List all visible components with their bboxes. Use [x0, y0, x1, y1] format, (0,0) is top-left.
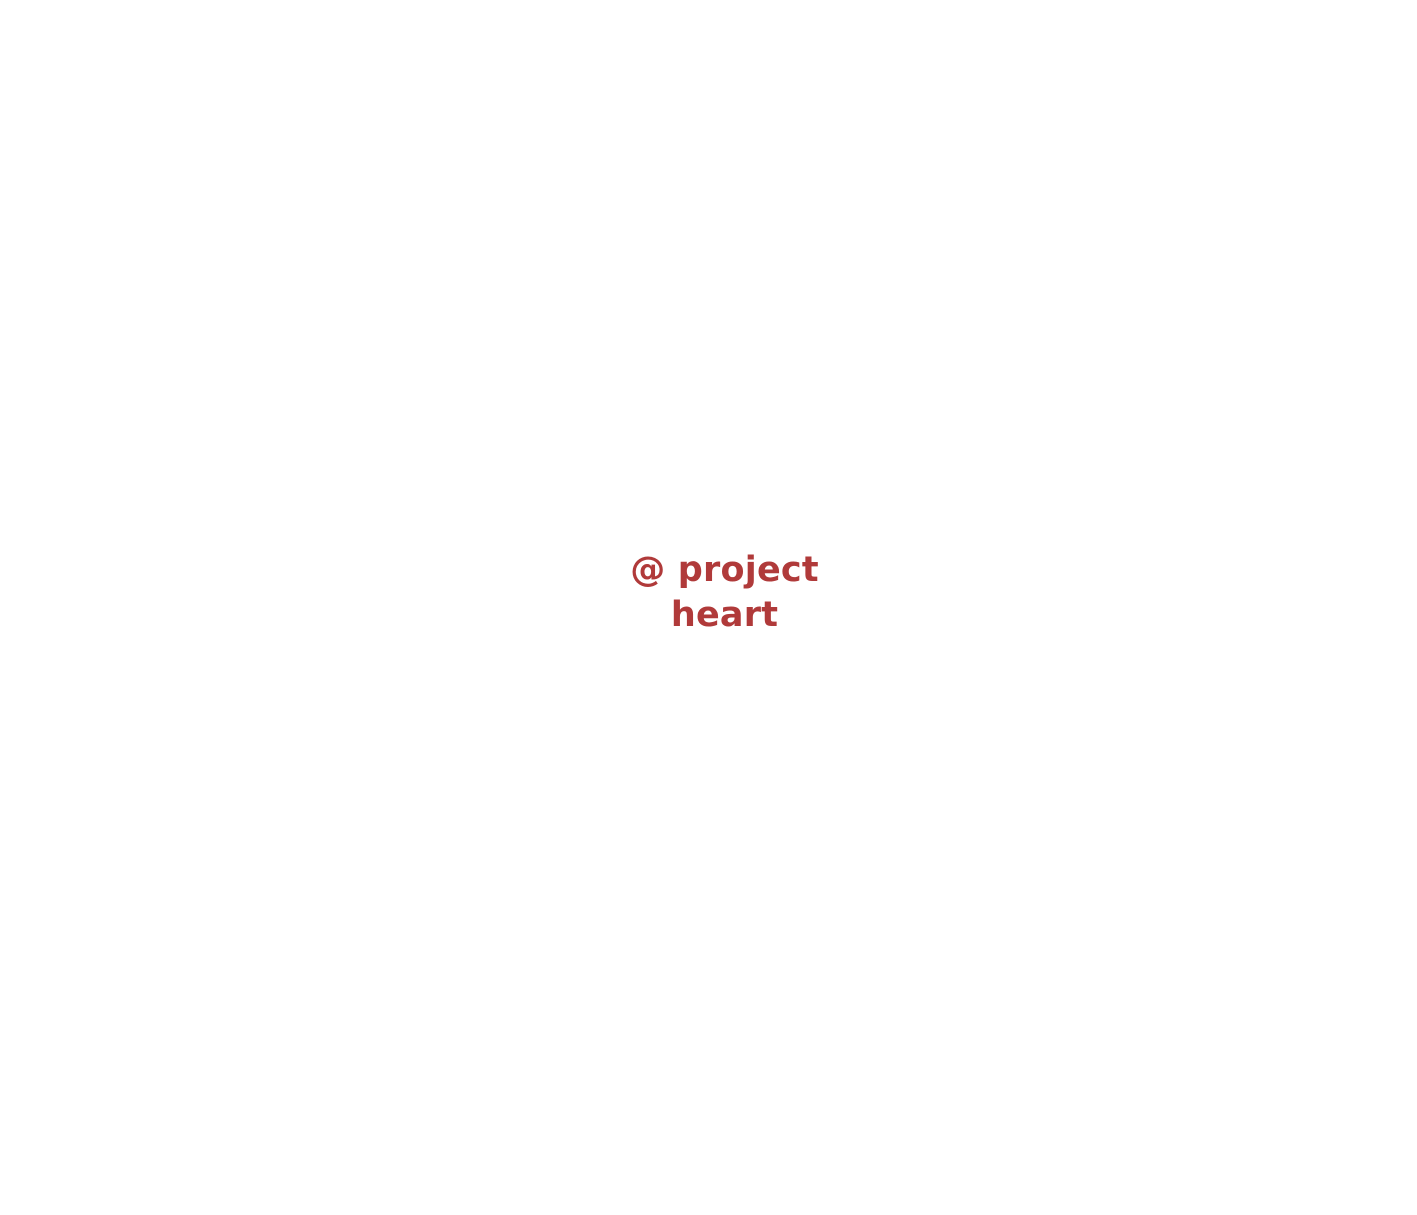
brand-line-2: heart [670, 595, 779, 635]
brand-logo: @ project heart [0, 548, 1417, 638]
brand-wordmark: @ project heart [630, 548, 819, 638]
brand-line-1: @ project [630, 550, 819, 590]
